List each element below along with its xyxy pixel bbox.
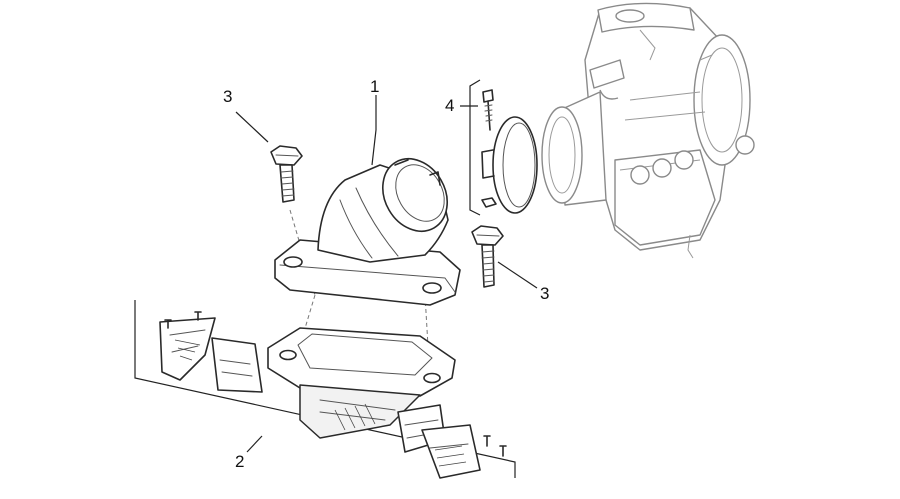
- callout-3b: 3: [540, 284, 549, 303]
- callout-2: 2: [235, 452, 244, 471]
- intake-manifold: [274, 158, 461, 381]
- reed-valve-assembly: [134, 300, 516, 479]
- carburetor: [541, 2, 755, 259]
- callout-4: 4: [445, 96, 454, 115]
- clamp-assembly: [469, 79, 538, 216]
- callout-3a: 3: [223, 87, 232, 106]
- callout-1: 1: [370, 77, 379, 96]
- leader-3a: [235, 111, 269, 143]
- leader-2: [246, 435, 263, 453]
- bolt-lower-right: [471, 225, 504, 288]
- bolt-upper-left: [270, 145, 303, 203]
- leader-1: [371, 95, 377, 166]
- leader-3b: [497, 261, 538, 289]
- leader-lines: [235, 95, 538, 453]
